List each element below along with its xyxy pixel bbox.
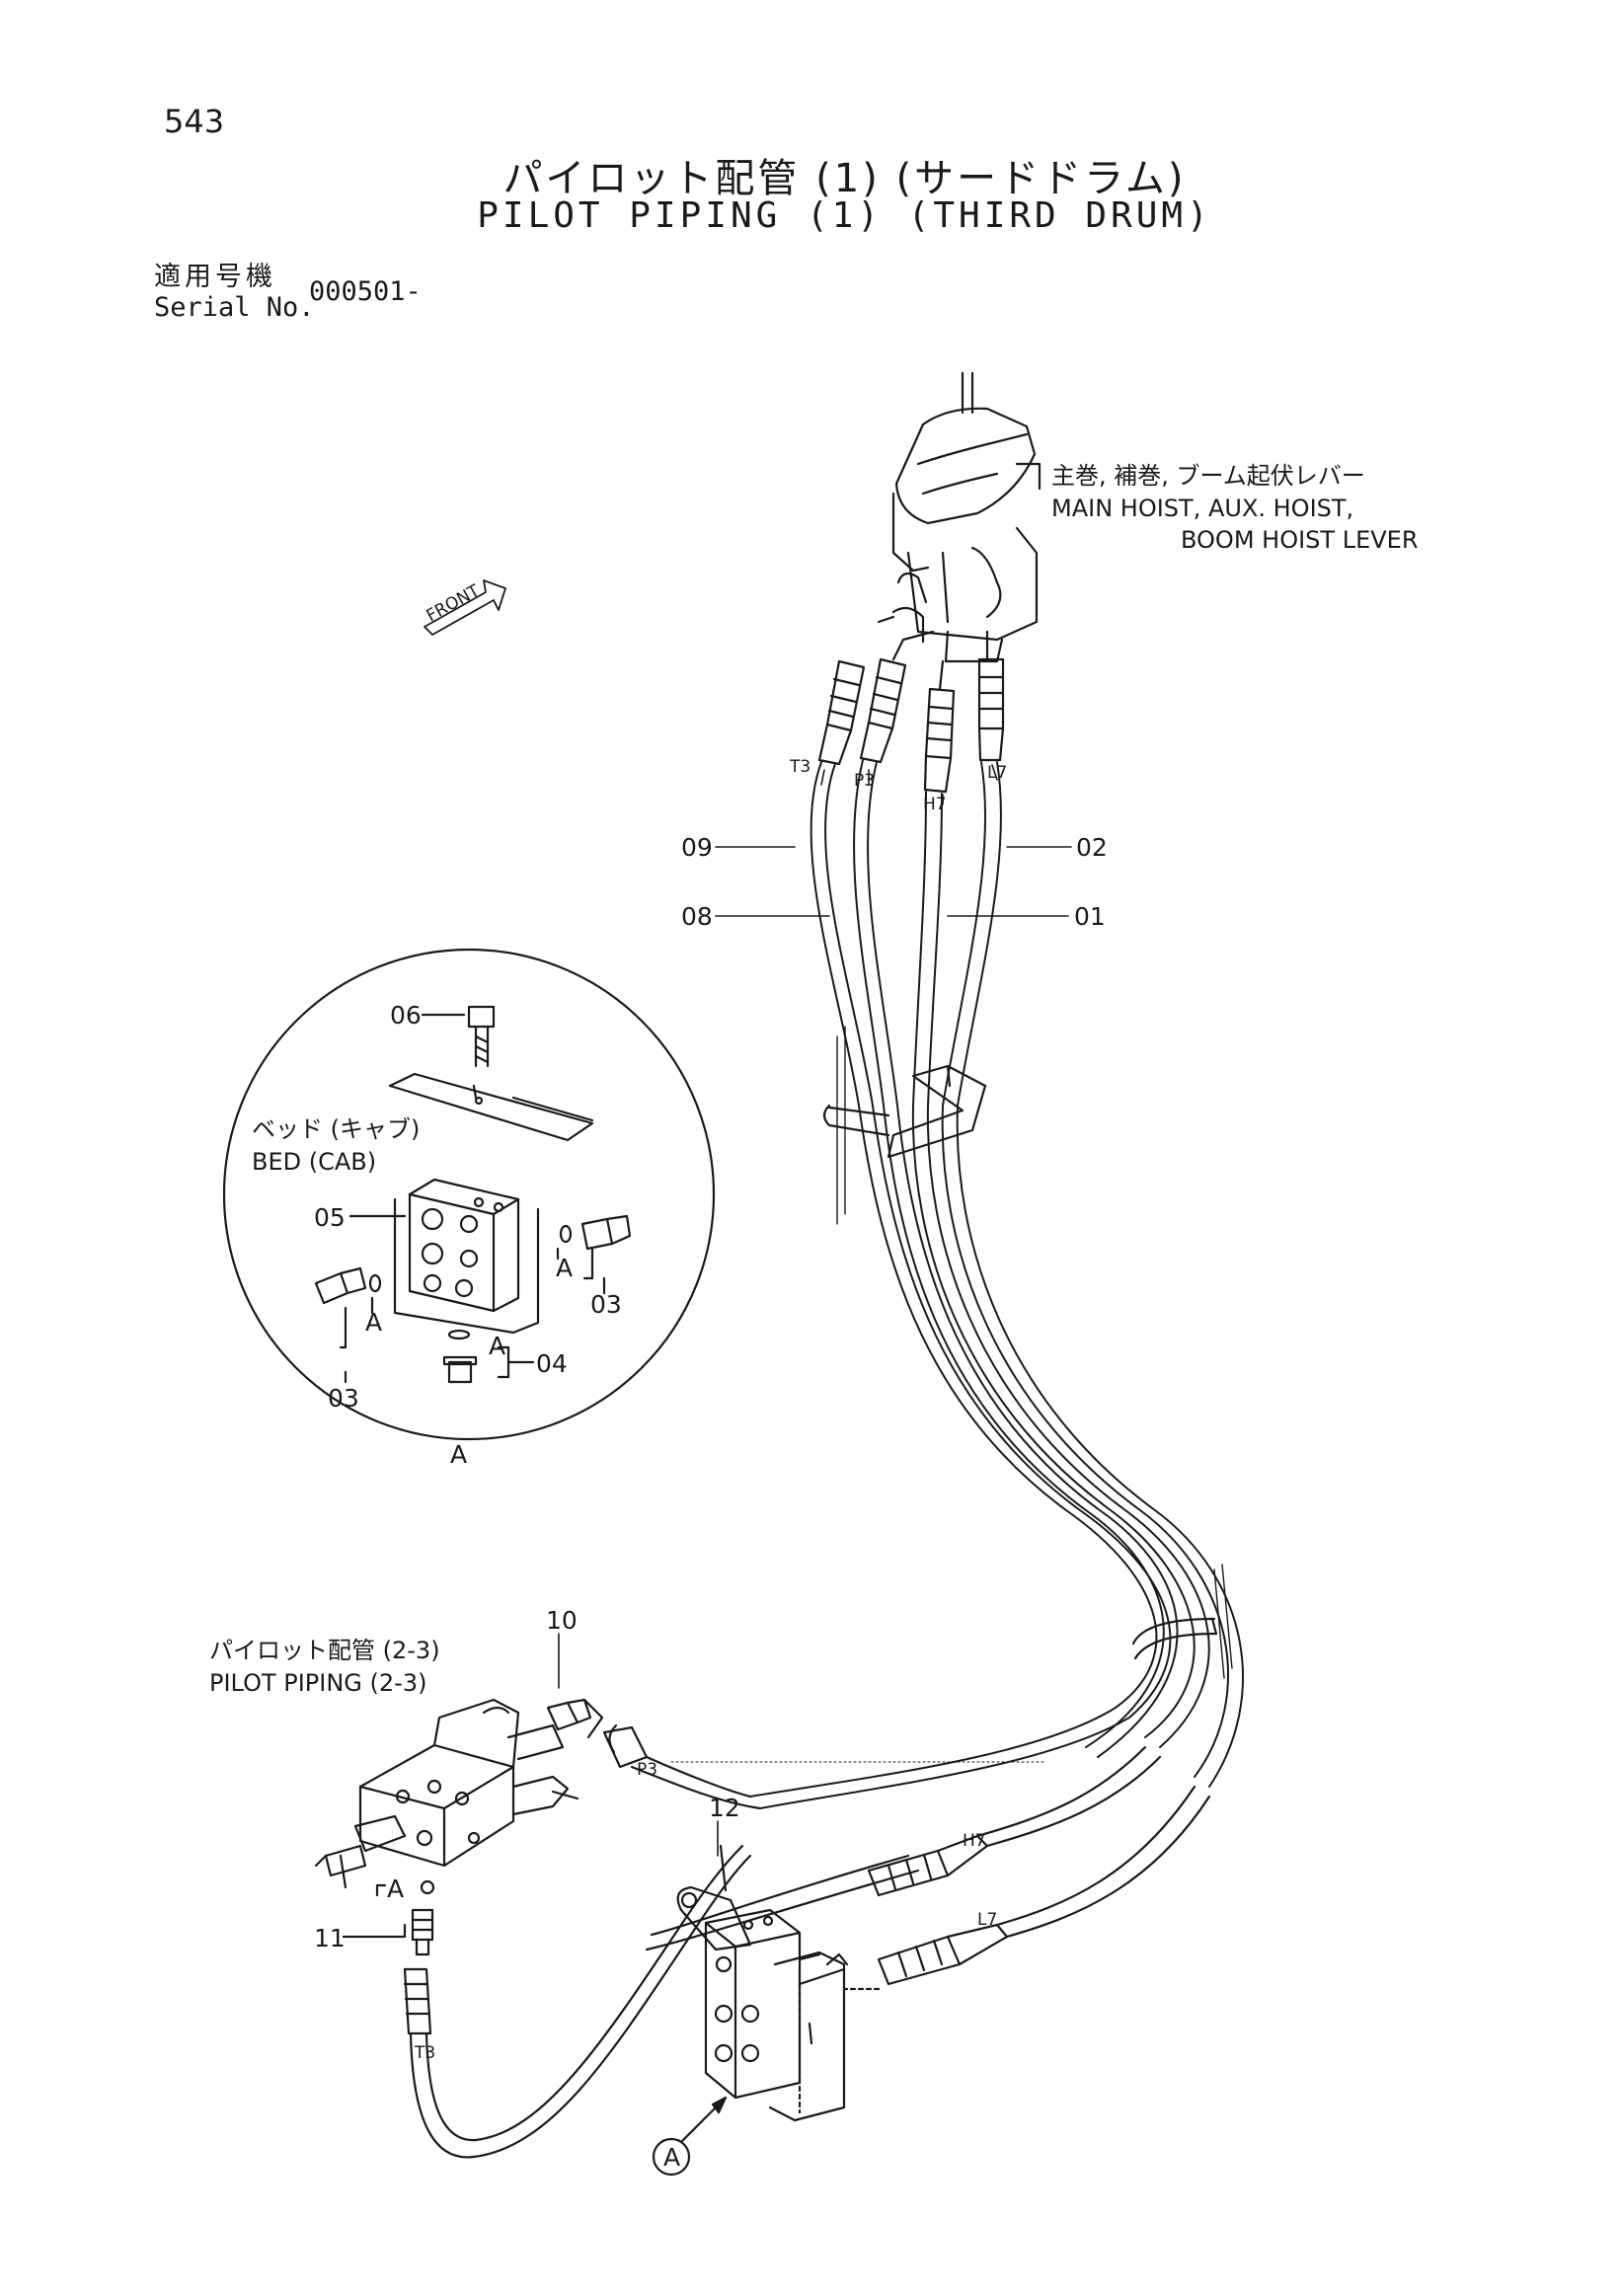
- detail-a-port-fitting-11: A: [387, 1875, 404, 1903]
- serial-label-japanese: 適用号機: [154, 262, 276, 292]
- part-label-12: 12: [709, 1794, 740, 1822]
- detail-a: [222, 948, 716, 1441]
- port-label-l7-top: L7: [987, 763, 1007, 783]
- upper-clamp: [822, 1064, 987, 1159]
- port-label-h7-lower: H7: [963, 1831, 986, 1851]
- bed-note-japanese: ベッド (キャブ): [252, 1115, 420, 1143]
- lever-valve: [877, 371, 1039, 663]
- clamp-12: [645, 1844, 920, 1952]
- part-label-03-left: 03: [328, 1384, 359, 1413]
- page-title-japanese: パイロット配管 (1) (サードドラム): [502, 156, 1187, 201]
- p3-hose-end: [602, 1723, 762, 1810]
- detail-a-callout: [652, 2096, 728, 2177]
- port-label-p3-top: P3: [854, 771, 875, 791]
- part-label-04: 04: [536, 1349, 568, 1378]
- h7-l7-hose-ends: [825, 1745, 1211, 1986]
- junction-block: [704, 1908, 881, 2122]
- part-label-01: 01: [1074, 902, 1106, 931]
- front-label: FRONT: [424, 580, 484, 626]
- port-label-t3-lower: T3: [414, 2043, 435, 2063]
- elbow-fitting: [546, 1698, 604, 1739]
- pilot-note-english: PILOT PIPING (2-3): [209, 1669, 426, 1697]
- part-label-11: 11: [314, 1924, 346, 1952]
- part-label-10: 10: [546, 1606, 578, 1635]
- port-label-p3-lower: P3: [637, 1760, 657, 1780]
- detail-a-port-right: A: [556, 1254, 573, 1282]
- detail-a-callout-label: A: [663, 2143, 680, 2172]
- lower-clamp: [1131, 1617, 1218, 1660]
- part-label-02: 02: [1076, 833, 1108, 862]
- hose-fittings-top: [817, 630, 1005, 794]
- bed-note-english: BED (CAB): [252, 1148, 376, 1176]
- page-title-english: PILOT PIPING (1) (THIRD DRUM): [477, 195, 1212, 236]
- part-label-06: 06: [390, 1001, 422, 1030]
- front-arrow: FRONT: [424, 579, 506, 636]
- detail-a-caption: A: [450, 1440, 467, 1469]
- hose-bundle: [749, 759, 1244, 1809]
- detail-a-port-left: A: [365, 1308, 382, 1337]
- port-label-l7-lower: L7: [977, 1910, 997, 1930]
- lever-leader: [1015, 462, 1041, 491]
- part-label-05: 05: [314, 1203, 346, 1232]
- detail-a-port-bottom: A: [489, 1332, 505, 1360]
- lever-note-english-1: MAIN HOIST, AUX. HOIST,: [1051, 495, 1353, 522]
- port-label-t3-top: T3: [789, 757, 810, 777]
- frame-lines: [836, 1026, 1233, 1679]
- part-label-08: 08: [681, 902, 713, 931]
- port-label-h7-top: H7: [923, 795, 947, 814]
- pilot-note-japanese: パイロット配管 (2-3): [209, 1637, 440, 1664]
- part-label-09: 09: [681, 833, 713, 862]
- pilot-valve-block: [314, 1698, 579, 1889]
- serial-label-english: Serial No.: [154, 292, 315, 323]
- t3-hose-lower: [403, 1844, 752, 2159]
- part-label-03-right: 03: [590, 1290, 622, 1319]
- lever-note-japanese: 主巻, 補巻, ブーム起伏レバー: [1051, 462, 1365, 490]
- part-leaders: [558, 764, 1072, 1857]
- fitting-11: [342, 1879, 435, 1956]
- lever-note-english-2: BOOM HOIST LEVER: [1181, 526, 1419, 554]
- page-number: 543: [164, 103, 225, 140]
- serial-number-range: 000501-: [309, 276, 422, 307]
